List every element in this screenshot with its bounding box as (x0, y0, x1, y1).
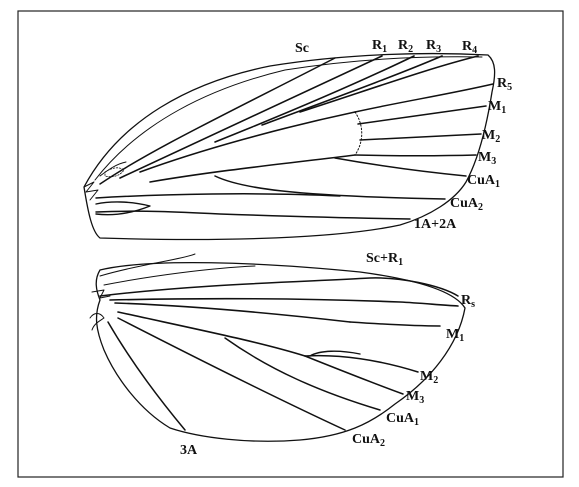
forewing-base-scales (104, 167, 125, 178)
figure-frame (17, 10, 564, 478)
label-fw-r4: R4 (462, 39, 477, 56)
label-hw-rs: Rs (461, 293, 475, 310)
forewing-cell-lower (149, 154, 356, 183)
forewing-vein-sc (99, 57, 336, 185)
forewing-vein-m1 (357, 105, 487, 125)
label-hw-m2: M2 (420, 369, 438, 386)
label-fw-r5: R5 (497, 76, 512, 93)
hindwing-vein-rs (109, 297, 459, 307)
hindwing-base-detail (89, 289, 111, 331)
label-fw-sc: Sc (295, 41, 309, 56)
label-hw-scr1: Sc+R1 (366, 251, 403, 268)
hindwing-outline (95, 261, 466, 442)
hindwing-vein-cua2 (117, 317, 346, 431)
label-hw-m3: M3 (406, 389, 424, 406)
hindwing-costa-fold (99, 253, 256, 286)
forewing (83, 52, 496, 241)
label-fw-m3: M3 (478, 150, 496, 167)
forewing-vein-r1 (119, 55, 383, 179)
forewing-vein-cup (95, 193, 341, 199)
forewing-vein-cua2 (214, 175, 446, 200)
hindwing-vein-cua1 (224, 337, 381, 411)
forewing-outline (83, 52, 496, 241)
label-hw-3a: 3A (180, 443, 198, 458)
forewing-cell-upper (139, 111, 356, 173)
hindwing-vein-m2 (304, 354, 419, 373)
hindwing-cell-upper (114, 302, 351, 323)
hindwing-labels: Sc+R1 Rs M1 M2 M3 CuA1 CuA2 3A (180, 251, 475, 458)
label-fw-r2: R2 (398, 38, 413, 55)
label-fw-1a2a: 1A+2A (414, 217, 457, 232)
label-fw-r1: R1 (372, 38, 387, 55)
hindwing (89, 253, 466, 442)
forewing-base-detail (83, 161, 127, 201)
label-fw-cua2: CuA2 (450, 196, 483, 213)
label-fw-m1: M1 (488, 99, 506, 116)
label-hw-cua1: CuA1 (386, 411, 419, 428)
forewing-anal-loop (95, 201, 151, 216)
label-fw-cua1: CuA1 (467, 173, 500, 190)
forewing-vein-1a2a (95, 210, 411, 220)
hindwing-vein-scr1 (99, 277, 459, 297)
forewing-discocellular (354, 111, 363, 156)
forewing-labels: Sc R1 R2 R3 R4 R5 M1 M2 M3 CuA1 CuA2 1A+… (295, 38, 512, 232)
forewing-vein-r2 (214, 55, 415, 143)
hindwing-vein-3a (107, 321, 186, 431)
forewing-vein-m3 (354, 154, 477, 157)
label-hw-m1: M1 (446, 327, 464, 344)
forewing-vein-r5 (354, 83, 494, 113)
forewing-vein-m2 (359, 133, 482, 141)
label-hw-cua2: CuA2 (352, 432, 385, 449)
forewing-vein-r3 (261, 55, 443, 126)
label-fw-m2: M2 (482, 128, 500, 145)
hindwing-vein-m2-loop (309, 350, 361, 357)
label-fw-r3: R3 (426, 38, 441, 55)
forewing-vein-r4 (299, 55, 479, 113)
forewing-vein-cua1 (334, 157, 467, 177)
hindwing-vein-m1 (349, 321, 441, 327)
hindwing-cell-lower (117, 311, 306, 357)
forewing-costa-inner (94, 56, 483, 181)
hindwing-vein-m3 (304, 355, 404, 395)
